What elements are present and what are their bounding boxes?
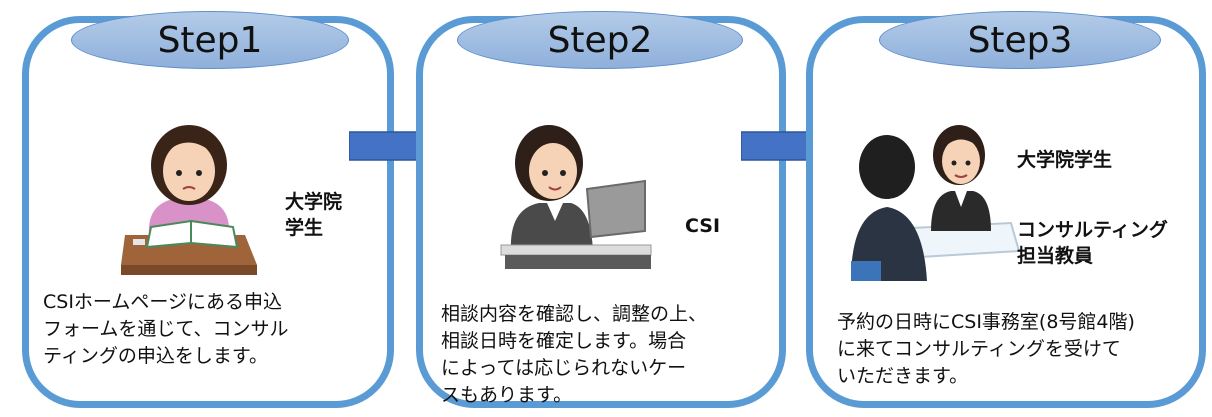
consultation-illustration (851, 125, 1021, 281)
step2-panel: Step2 CSI 相談内容を確認し、調整の上、 相談日時を確定します。場合 に… (416, 11, 786, 408)
student-studying-illustration (121, 125, 257, 275)
step3-panel: Step3 大学院学生 コンサルティング 担当教員 予約の日時にCSI事務室(8… (806, 11, 1206, 408)
staff-at-laptop-illustration (500, 125, 652, 269)
step1-person-label: 大学院 学生 (285, 191, 343, 239)
step1-title: Step1 (71, 11, 349, 69)
step2-title: Step2 (457, 11, 743, 69)
step3-student-label: 大学院学生 (1017, 149, 1113, 171)
step3-consultant-label: コンサルティング 担当教員 (1017, 219, 1168, 267)
step2-person-label: CSI (685, 215, 721, 237)
step3-title: Step3 (879, 11, 1161, 69)
step1-panel: Step1 大学院 学生 CSIホームページにある申込 フォームを通じて、コンサ… (22, 11, 394, 408)
step2-description: 相談内容を確認し、調整の上、 相談日時を確定します。場合 によっては応じられない… (441, 303, 708, 406)
step3-description: 予約の日時にCSI事務室(8号館4階) に来てコンサルティングを受けて いただき… (837, 311, 1135, 387)
step1-description: CSIホームページにある申込 フォームを通じて、コンサル ティングの申込をします… (43, 291, 289, 367)
